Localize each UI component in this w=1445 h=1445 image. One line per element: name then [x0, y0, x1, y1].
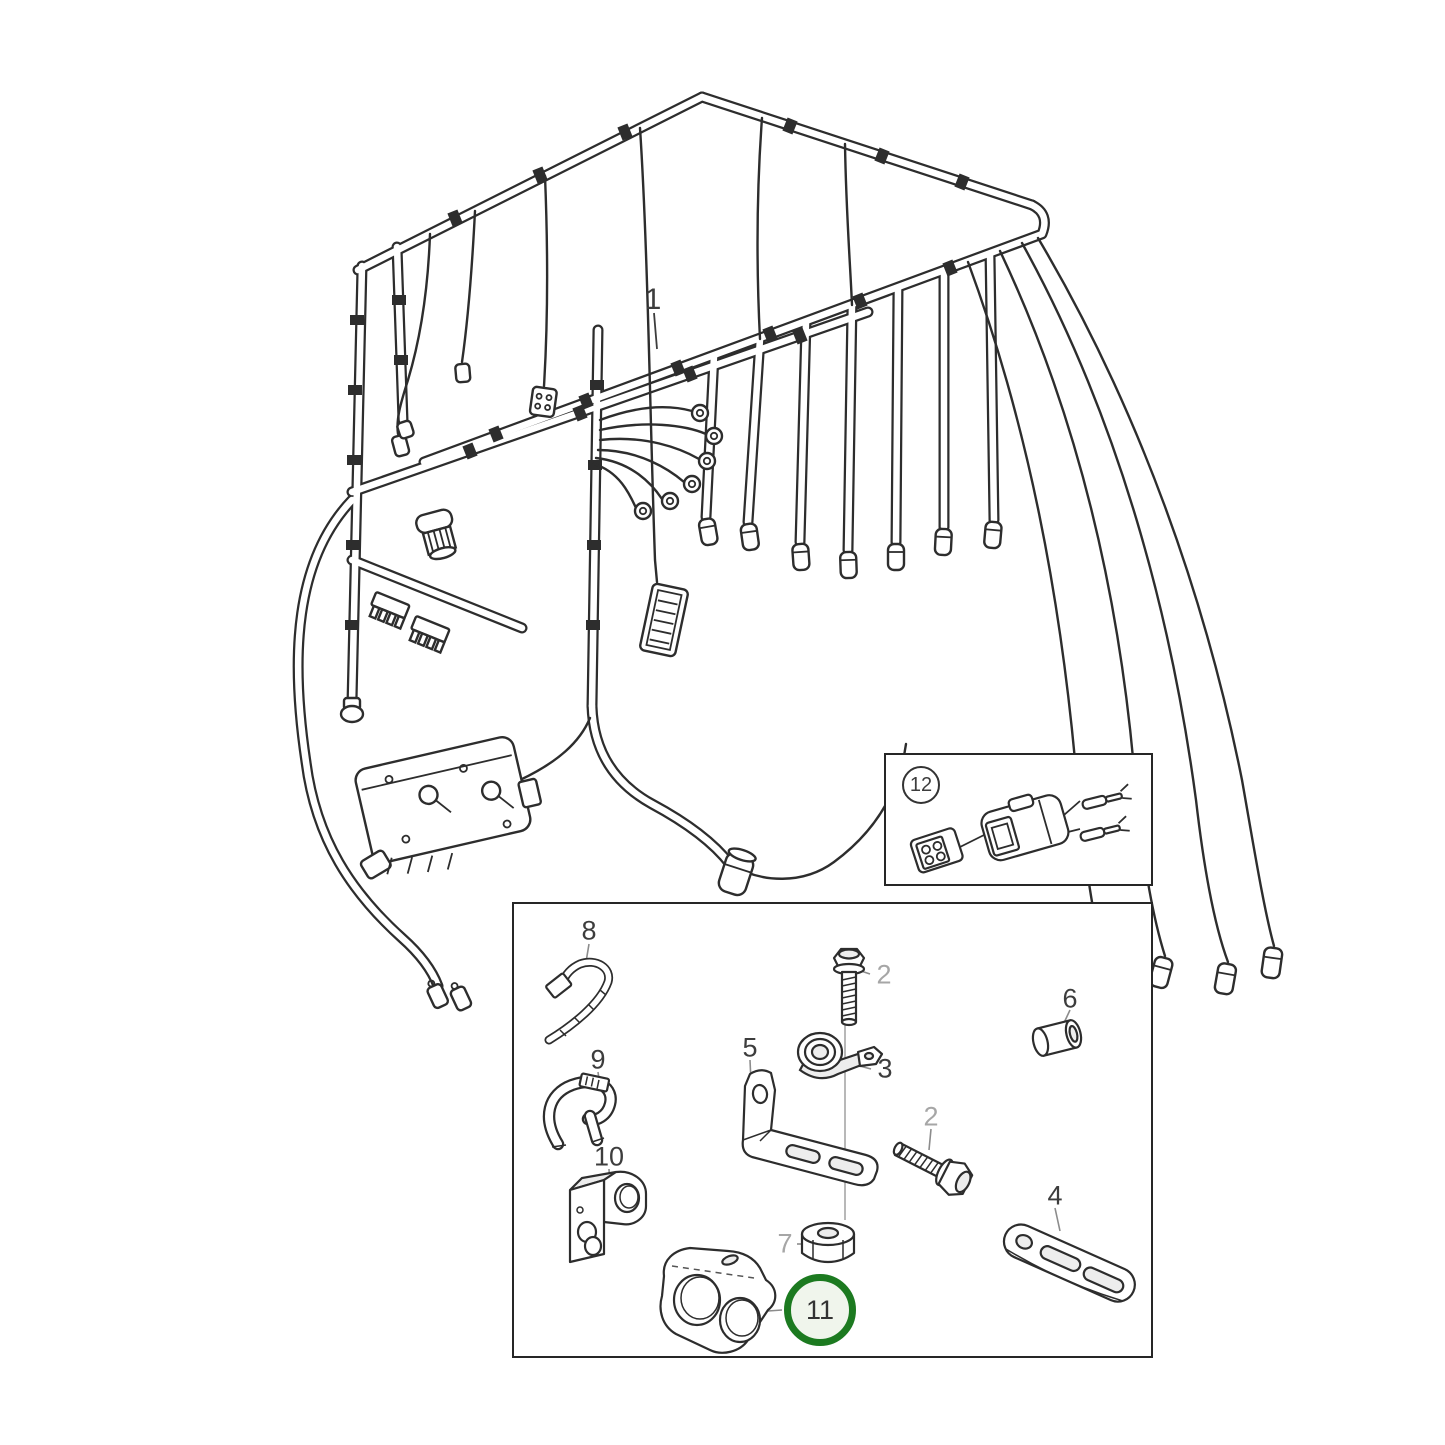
harness-fittings	[345, 117, 970, 630]
callout-part-2-upper[interactable]: 2	[876, 959, 892, 990]
terminal-pin	[1081, 783, 1132, 810]
callout-part-3[interactable]: 3	[877, 1053, 893, 1084]
boot-connector	[717, 847, 757, 897]
part-5-l-bracket	[741, 1069, 879, 1187]
callout-part-9[interactable]: 9	[590, 1044, 606, 1075]
part-6-spacer	[1031, 1019, 1083, 1057]
mounting-parts-panel: 8 9 10 2 3 5 2 6 7 4 11	[512, 902, 1153, 1358]
four-pin-plug	[528, 385, 558, 419]
callout-part-7[interactable]: 7	[777, 1228, 793, 1259]
small-plug	[909, 827, 964, 874]
callout-part-11-highlighted[interactable]: 11	[784, 1274, 856, 1346]
mounting-parts-drawing	[542, 943, 1136, 1354]
ring-terminals	[633, 403, 724, 521]
connector-housing	[980, 793, 1070, 862]
callout-connector-detail[interactable]: 12	[902, 766, 940, 804]
ribbed-connector	[415, 508, 458, 561]
callout-harness[interactable]: 1	[644, 283, 662, 316]
callout-1-leader	[653, 312, 658, 350]
callout-part-6[interactable]: 6	[1062, 983, 1078, 1014]
part-2-flange-bolt-upper	[832, 947, 866, 1027]
comb-connector	[368, 591, 411, 631]
callout-part-2-lower[interactable]: 2	[923, 1101, 939, 1132]
part-11-eye-plate	[659, 1246, 777, 1354]
part-9-spring-clamp	[542, 1072, 617, 1151]
part-3-cable-clamp	[796, 1031, 884, 1080]
part-8-cable-clip	[544, 957, 614, 1045]
left-rail-end-plug	[339, 696, 365, 724]
part-4-slotted-strap	[1002, 1223, 1136, 1303]
twin-connector	[426, 979, 473, 1012]
ecu-module	[354, 735, 542, 880]
comb-connector	[408, 615, 451, 655]
connector-detail-panel: 12	[884, 753, 1153, 886]
part-7-hex-nut	[800, 1221, 856, 1264]
multipin-connector	[639, 582, 689, 658]
terminal-pin	[1079, 815, 1130, 842]
part-2-flange-bolt-lower	[892, 1141, 974, 1196]
callout-part-5[interactable]: 5	[742, 1032, 758, 1063]
part-10-small-bracket	[568, 1170, 648, 1264]
callout-part-10[interactable]: 10	[593, 1141, 625, 1172]
callout-part-4[interactable]: 4	[1047, 1180, 1063, 1211]
connector-detail-drawing	[909, 783, 1132, 874]
callout-part-8[interactable]: 8	[581, 915, 597, 946]
